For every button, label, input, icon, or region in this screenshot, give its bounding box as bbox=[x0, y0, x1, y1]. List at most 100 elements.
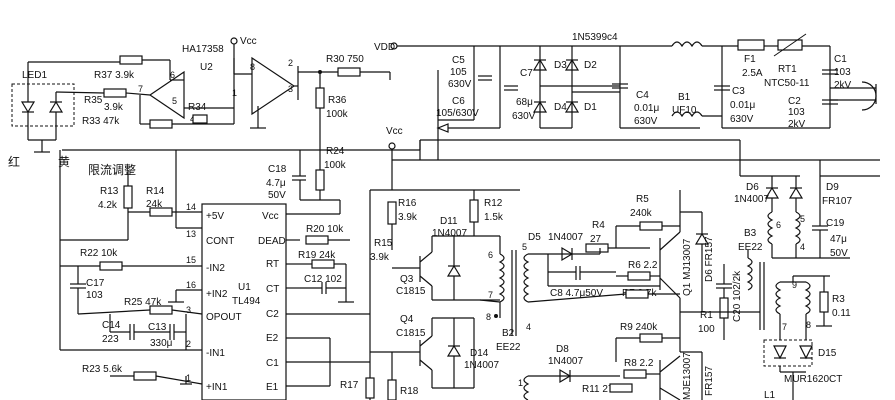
r7-resistor bbox=[625, 289, 649, 299]
r6-resistor bbox=[627, 271, 651, 281]
r23-label: R23 5.6k bbox=[82, 364, 123, 375]
c3-value2: 630V bbox=[730, 114, 754, 125]
r37-label: R37 3.9k bbox=[94, 70, 135, 81]
b2-sec-pin5: 5 bbox=[522, 242, 527, 252]
c14-label: C14 bbox=[102, 320, 121, 331]
r22-resistor bbox=[99, 261, 123, 271]
d11-diode bbox=[446, 264, 462, 277]
c1-value2: 2kV bbox=[834, 80, 852, 91]
d3-label: D3 bbox=[554, 60, 567, 71]
d3-diode bbox=[532, 58, 548, 71]
pin6-label: 6 bbox=[170, 70, 175, 80]
rt1-label: RT1 bbox=[778, 64, 797, 75]
r8-label: R8 2.2 bbox=[624, 358, 654, 369]
b3-coil-right bbox=[794, 211, 801, 245]
driver-group: R16 3.9k R12 1.5k D11 1N4007 R15 3.9k Q3… bbox=[340, 189, 521, 400]
opamp-right-symbol bbox=[251, 56, 296, 116]
r17-label: R17 bbox=[340, 380, 359, 391]
r25-resistor bbox=[149, 305, 173, 315]
led1-outline bbox=[11, 83, 75, 127]
r14-value: 24k bbox=[146, 199, 163, 210]
r9-resistor bbox=[639, 333, 663, 343]
c6-value: 105/630V bbox=[436, 108, 479, 119]
r13-label: R13 bbox=[100, 186, 119, 197]
c7-label: C7 bbox=[520, 68, 533, 79]
r18-resistor bbox=[387, 379, 397, 400]
c19-value2: 50V bbox=[830, 248, 848, 259]
c5-value1: 105 bbox=[450, 67, 467, 78]
r33-resistor bbox=[149, 119, 173, 129]
q2-label: MJE13007 bbox=[682, 352, 693, 400]
r24-label: R24 bbox=[326, 146, 345, 157]
r17-resistor bbox=[365, 377, 375, 399]
pin-in2m-label: -IN2 bbox=[206, 263, 225, 274]
led1-label: LED1 bbox=[22, 70, 47, 81]
vcc-terminal bbox=[230, 37, 238, 45]
pin7-label: 7 bbox=[138, 84, 143, 94]
pin2b-label: 2 bbox=[186, 339, 191, 349]
led-red-symbol bbox=[20, 101, 36, 114]
r16-label: R16 bbox=[398, 198, 417, 209]
b2-secondary-coil-bottom bbox=[523, 375, 530, 400]
d2-label: D2 bbox=[584, 60, 597, 71]
r3-value: 0.11 bbox=[832, 308, 851, 319]
b1-label: B1 bbox=[678, 92, 691, 103]
pin-in1p-label: +IN1 bbox=[206, 382, 228, 393]
b3-pin8: 8 bbox=[806, 320, 811, 330]
r9-label: R9 240k bbox=[620, 322, 658, 333]
b2-pin7: 7 bbox=[488, 290, 493, 300]
d8-diode bbox=[559, 368, 572, 384]
r25-label: R25 47k bbox=[124, 297, 162, 308]
c2-value2: 2kV bbox=[788, 119, 806, 130]
pin-in1m-label: -IN1 bbox=[206, 348, 225, 359]
r19-label: R19 24k bbox=[298, 250, 336, 261]
r5-resistor bbox=[639, 221, 663, 231]
pin-cont-label: CONT bbox=[206, 236, 234, 247]
b3-pin7: 7 bbox=[782, 322, 787, 332]
c17-value: 103 bbox=[86, 290, 103, 301]
r15-value: 3.9k bbox=[370, 252, 390, 263]
b3-label: B3 bbox=[744, 228, 757, 239]
q3-value: C1815 bbox=[396, 286, 426, 297]
pin-c1-label: C1 bbox=[266, 358, 279, 369]
r13-value: 4.2k bbox=[98, 200, 118, 211]
d4-label: D4 bbox=[554, 102, 567, 113]
led-yellow-label: 黄 bbox=[58, 155, 70, 169]
c5-label: C5 bbox=[452, 55, 465, 66]
b2-label: B2 bbox=[502, 328, 515, 339]
b3-sec-coil-left bbox=[775, 281, 782, 315]
b3-primary-coil bbox=[746, 257, 753, 291]
r12-resistor bbox=[469, 199, 479, 223]
r16-resistor bbox=[387, 201, 397, 225]
l1-label: L1 bbox=[764, 390, 776, 400]
ground-arrow bbox=[436, 123, 449, 133]
d11-value: 1N4007 bbox=[432, 228, 467, 239]
r12-label: R12 bbox=[484, 198, 503, 209]
d6-label: D6 FR157 bbox=[704, 236, 715, 282]
r36-resistor bbox=[315, 87, 325, 109]
rectifier-group: VDD C5 105 630V C6 105/630V C7 68μ 630V … bbox=[374, 32, 877, 160]
r13-resistor bbox=[123, 185, 133, 209]
f1-fuse bbox=[737, 39, 765, 51]
b3-pin5: 5 bbox=[800, 214, 805, 224]
pin13-label: 13 bbox=[186, 229, 196, 239]
pin3b-label: 3 bbox=[186, 305, 191, 315]
r1-label: R1 bbox=[700, 310, 713, 321]
rt1-value: NTC50-11 bbox=[764, 78, 810, 89]
c18-value2: 50V bbox=[268, 190, 286, 201]
c2-value1: 103 bbox=[788, 107, 805, 118]
c4-value2: 630V bbox=[634, 116, 658, 127]
d9-label: D9 bbox=[826, 182, 839, 193]
b2-pin6: 6 bbox=[488, 250, 493, 260]
r18-label: R18 bbox=[400, 386, 419, 397]
r24-resistor bbox=[315, 169, 325, 191]
power-stage-group: 5 4 D5 1N4007 R4 27 R5 240k R6 2.2 C8 4.… bbox=[518, 190, 760, 400]
pin14-label: 14 bbox=[186, 202, 196, 212]
tl494-label: TL494 bbox=[232, 296, 261, 307]
r1-value: 100 bbox=[698, 324, 715, 335]
d15-diode-right bbox=[799, 345, 813, 360]
r5-value: 240k bbox=[630, 208, 653, 219]
pin15-label: 15 bbox=[186, 255, 196, 265]
c19-value1: 47μ bbox=[830, 234, 847, 245]
c18-value1: 4.7μ bbox=[266, 178, 286, 189]
